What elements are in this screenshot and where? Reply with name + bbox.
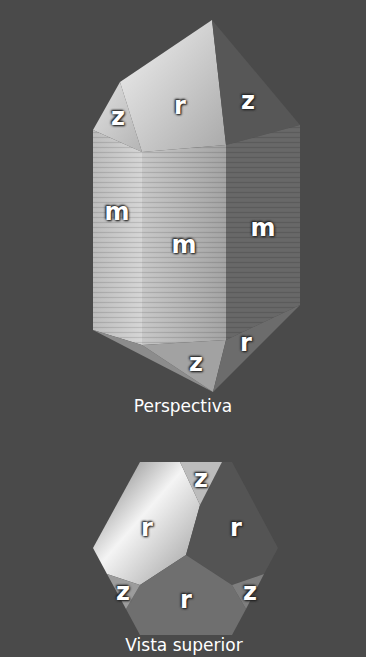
face-striation <box>142 145 226 345</box>
crystal-face <box>107 574 140 609</box>
face-label: z <box>116 580 130 604</box>
crystal-face <box>142 145 226 345</box>
perspective-crystal <box>93 20 300 392</box>
face-label: m <box>171 233 196 257</box>
view-caption: Vista superior <box>125 636 242 653</box>
face-label: z <box>241 89 255 113</box>
crystal-face <box>93 130 142 345</box>
face-label: r <box>230 516 242 540</box>
face-label: m <box>104 200 129 224</box>
crystal-face <box>126 555 246 635</box>
crystal-face <box>232 574 264 609</box>
face-label: z <box>189 351 203 375</box>
crystal-face <box>93 330 213 392</box>
crystal-face <box>180 462 222 505</box>
face-label: z <box>111 105 125 129</box>
face-label: z <box>243 580 257 604</box>
face-label: m <box>250 216 275 240</box>
crystal-face <box>212 20 300 145</box>
crystal-face <box>213 305 300 392</box>
face-label: r <box>180 588 192 612</box>
face-striation <box>226 125 300 340</box>
face-label: r <box>141 516 153 540</box>
crystal-face <box>142 340 226 392</box>
face-label: r <box>240 331 252 355</box>
face-striation <box>93 130 142 345</box>
face-label: r <box>174 94 186 118</box>
top-view-crystal <box>93 462 278 635</box>
crystal-face <box>120 20 226 152</box>
face-label: z <box>194 467 208 491</box>
view-caption: Perspectiva <box>134 398 232 415</box>
crystal-face <box>226 125 300 340</box>
